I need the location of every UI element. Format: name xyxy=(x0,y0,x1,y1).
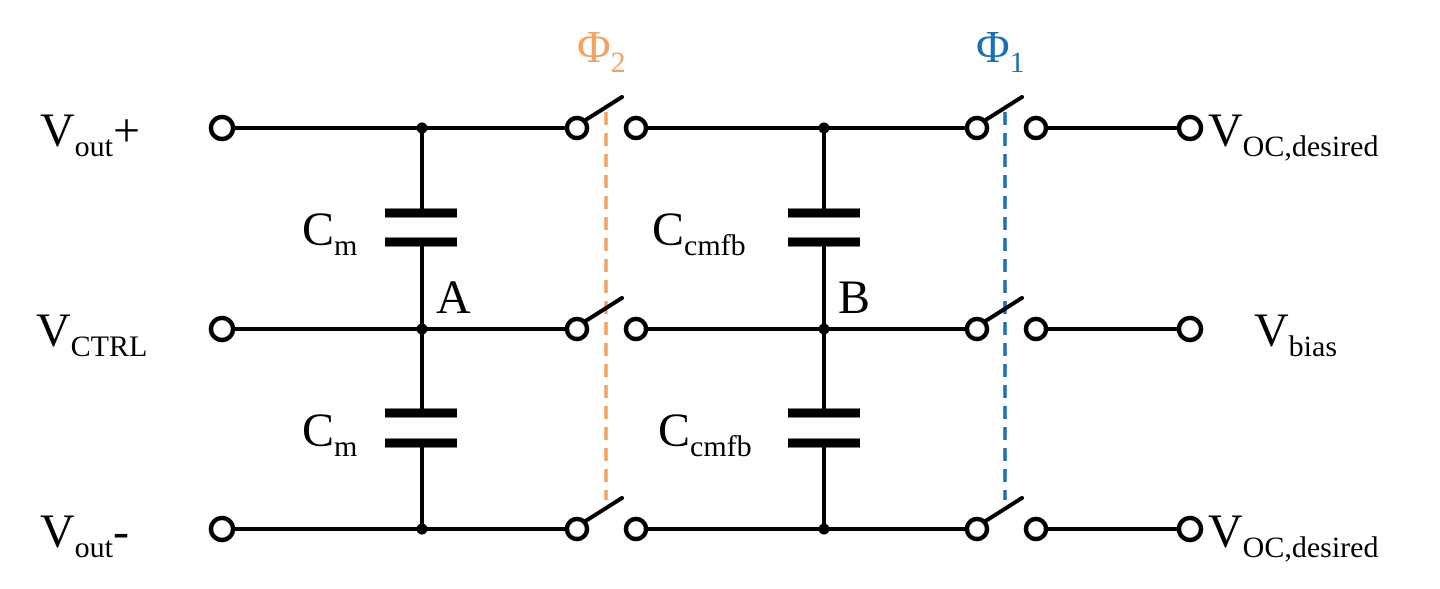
switch-contact-right xyxy=(623,115,649,141)
switch-arm xyxy=(582,296,624,324)
switch-contact-left xyxy=(964,516,990,542)
label-cm-top: Cm xyxy=(302,203,357,262)
wires xyxy=(235,126,1178,531)
junction-b-top xyxy=(818,122,830,134)
switch-contact-right xyxy=(623,316,649,342)
label-phi2: Φ2 xyxy=(577,21,626,79)
terminal-vbias xyxy=(1176,315,1204,343)
junctions xyxy=(416,122,830,535)
switch-contact-right xyxy=(1023,516,1049,542)
phi2-switches xyxy=(564,95,649,542)
label-phi1: Φ1 xyxy=(976,21,1025,79)
phi1-switches xyxy=(964,95,1049,542)
label-vctrl: VCTRL xyxy=(36,304,147,363)
switch-phi2-mid xyxy=(564,296,649,342)
switch-arm xyxy=(582,496,624,524)
junction-a xyxy=(416,323,428,335)
switch-phi2-top xyxy=(564,95,649,141)
switch-phi1-mid xyxy=(964,296,1049,342)
label-node-a: A xyxy=(436,271,471,324)
junction-b-bot xyxy=(818,523,830,535)
switch-contact-left xyxy=(564,316,590,342)
switch-arm xyxy=(982,95,1024,123)
switch-contact-right xyxy=(623,516,649,542)
switch-phi2-bot xyxy=(564,496,649,542)
switch-arm xyxy=(582,95,624,123)
switch-phi1-bot xyxy=(964,496,1049,542)
terminal-voc-top xyxy=(1176,114,1204,142)
label-ccmfb-top: Ccmfb xyxy=(652,203,746,262)
label-ccmfb-bot: Ccmfb xyxy=(658,404,752,463)
terminal-voc-bot xyxy=(1176,515,1204,543)
switch-contact-left xyxy=(564,115,590,141)
label-vout-minus: Vout- xyxy=(40,505,129,564)
junction-a-bot xyxy=(416,523,428,535)
junction-b xyxy=(818,323,830,335)
label-voc-top: VOC,desired xyxy=(1208,104,1378,163)
label-voc-bot: VOC,desired xyxy=(1208,505,1378,564)
terminal-vout-minus xyxy=(208,515,236,543)
switch-contact-left xyxy=(964,316,990,342)
junction-a-top xyxy=(416,122,428,134)
switch-contact-left xyxy=(964,115,990,141)
switch-arm xyxy=(982,296,1024,324)
switch-phi1-top xyxy=(964,95,1049,141)
label-node-b: B xyxy=(838,271,870,324)
terminals xyxy=(208,114,1204,543)
switch-contact-left xyxy=(564,516,590,542)
ccmfb-branch xyxy=(788,128,860,529)
switch-contact-right xyxy=(1023,115,1049,141)
label-vout-plus: Vout+ xyxy=(40,104,140,163)
label-cm-bot: Cm xyxy=(302,404,357,463)
switch-arm xyxy=(982,496,1024,524)
terminal-vout-plus xyxy=(208,114,236,142)
switch-contact-right xyxy=(1023,316,1049,342)
label-vbias: Vbias xyxy=(1254,304,1337,363)
terminal-vctrl xyxy=(208,315,236,343)
